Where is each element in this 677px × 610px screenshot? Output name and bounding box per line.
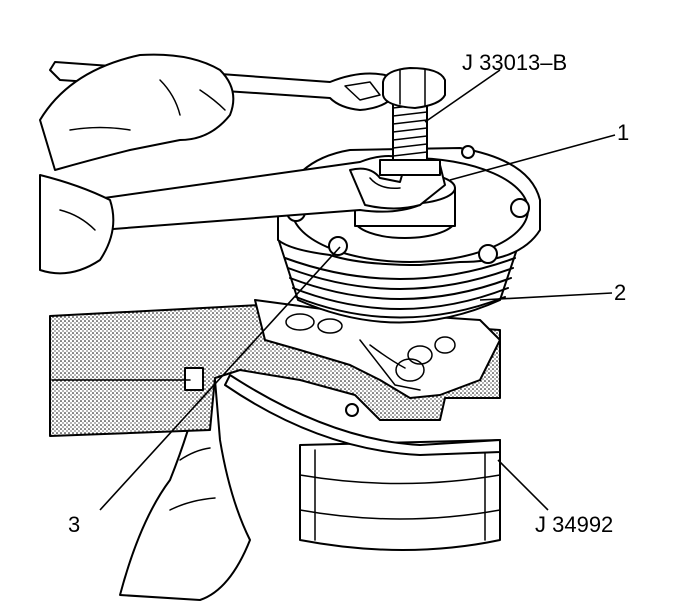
bolt-head [382, 67, 446, 109]
callout-j33013b: J 33013–B [462, 50, 567, 75]
callout-j34992: J 34992 [535, 512, 613, 537]
compressor-body [299, 439, 501, 551]
upper-hand [39, 53, 235, 275]
leader-lines [99, 69, 616, 511]
callout-2: 2 [614, 280, 626, 305]
bearing-assembly [254, 299, 501, 399]
callout-3: 3 [68, 512, 80, 537]
callout-1: 1 [617, 120, 629, 145]
forcing-screw [379, 99, 441, 176]
